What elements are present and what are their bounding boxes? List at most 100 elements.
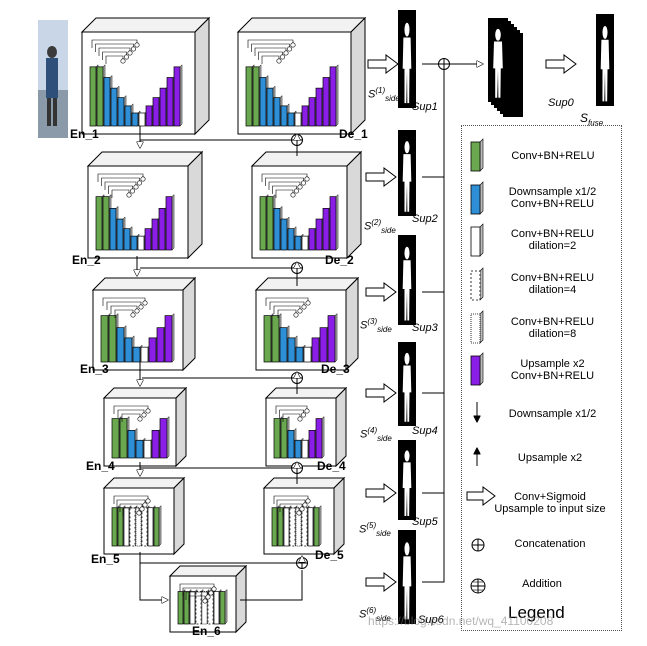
feature-bar xyxy=(130,235,138,251)
feature-bar xyxy=(189,591,196,625)
hollow-arrow-shape xyxy=(365,167,397,187)
side-output-arrow-3 xyxy=(365,282,397,302)
hollow-arrow-shape xyxy=(365,383,397,403)
feature-bar xyxy=(103,77,111,127)
cube-top-face xyxy=(262,477,346,489)
mask-head xyxy=(404,450,410,462)
feature-bar xyxy=(315,218,323,251)
legend-item-11-text: Addition xyxy=(522,578,562,590)
input-image-body xyxy=(46,58,58,98)
side-output-mask-2 xyxy=(398,130,416,216)
feature-bar xyxy=(245,66,253,127)
fuse-output-arrow xyxy=(545,54,577,74)
decoder-label-2: De_2 xyxy=(325,253,354,267)
feature-bar xyxy=(287,430,295,459)
skip-add-node xyxy=(142,502,148,508)
skip-add-node xyxy=(305,300,311,306)
feature-bar xyxy=(301,235,309,251)
feature-bar xyxy=(294,235,302,251)
feature-bar xyxy=(123,228,131,251)
bars-de-5 xyxy=(271,505,322,547)
skip-add-node xyxy=(300,412,306,418)
feature-bar xyxy=(137,235,145,251)
bars-en-5 xyxy=(111,505,162,547)
skip-add-node xyxy=(302,502,308,508)
side-label-3: S(3)side xyxy=(360,317,392,334)
decoder-label-1: De_1 xyxy=(339,127,368,141)
feature-bar xyxy=(159,87,167,127)
feature-bar xyxy=(207,591,214,625)
bars-de-3 xyxy=(263,312,338,363)
skips-en-4 xyxy=(113,405,151,422)
legend-swatch-purple xyxy=(470,355,481,386)
skip-add-node xyxy=(211,586,217,592)
skip-add-node xyxy=(305,498,311,504)
feature-bar xyxy=(322,77,330,127)
skips-en-1 xyxy=(91,39,140,64)
legend-title: Legend xyxy=(508,603,565,622)
cube-side-face xyxy=(333,476,345,556)
skips-de-5 xyxy=(273,495,311,516)
cube-top-face xyxy=(102,387,188,399)
skips-en-5 xyxy=(113,495,151,516)
bars-en-2 xyxy=(95,194,175,251)
side-output-mask-4 xyxy=(398,342,416,426)
cube-top-face xyxy=(86,151,204,167)
feature-bar xyxy=(111,507,118,547)
feature-bar xyxy=(287,228,295,251)
side-output-mask-5 xyxy=(398,440,416,520)
cube-side-face xyxy=(345,276,359,372)
sup-label-6: Sup6 xyxy=(418,614,444,626)
sup-label-2: Sup2 xyxy=(412,213,438,225)
skip-add-node xyxy=(293,188,299,194)
sup0-label: Sup0 xyxy=(548,97,574,109)
feature-bar xyxy=(263,315,272,363)
skips-en-2 xyxy=(97,173,146,198)
input-image-leg xyxy=(47,98,51,126)
feature-bar xyxy=(319,327,328,363)
bars-de-4 xyxy=(273,415,325,459)
fusion-bus xyxy=(422,63,445,583)
feature-bar xyxy=(108,315,117,363)
mask-head xyxy=(404,141,410,154)
side-label-4: S(4)side xyxy=(360,426,392,443)
feature-bar xyxy=(138,112,146,127)
feature-bar xyxy=(95,196,103,251)
feature-bar xyxy=(273,208,281,251)
fusion-concat-node xyxy=(438,58,450,70)
side-output-arrow-5 xyxy=(365,483,397,503)
feature-bar xyxy=(313,507,320,547)
feature-bar xyxy=(271,507,278,547)
feature-bar xyxy=(315,418,323,459)
encoder-label-4: En_4 xyxy=(86,459,115,473)
feature-bar xyxy=(140,346,149,363)
skip-add-node xyxy=(120,58,126,64)
feature-bar xyxy=(165,196,173,251)
sup-label-1: Sup1 xyxy=(412,101,438,113)
skip-add-node xyxy=(141,412,147,418)
skip-add-node xyxy=(124,54,130,60)
feature-bar xyxy=(280,418,288,459)
feature-bar xyxy=(102,196,110,251)
side-label-2: S(2)side xyxy=(364,218,396,235)
feature-bar xyxy=(201,591,208,625)
skip-add-node xyxy=(205,594,211,600)
decoder-label-4: De_4 xyxy=(317,459,346,473)
fuse-label: Sfuse xyxy=(580,111,604,128)
mask-body xyxy=(493,41,503,98)
feature-bar xyxy=(252,66,260,127)
feature-bar xyxy=(116,218,124,251)
legend-swatch-dilation8 xyxy=(470,313,481,344)
skip-add-node xyxy=(202,598,208,604)
hollow-arrow-shape xyxy=(365,572,397,592)
sup-label-3: Sup3 xyxy=(412,322,438,334)
skip-add-node xyxy=(138,304,144,310)
side-output-arrow-6 xyxy=(365,572,397,592)
skip-add-node xyxy=(293,312,299,318)
skip-add-node xyxy=(136,510,142,516)
cube-side-face xyxy=(175,386,187,468)
cube-side-face xyxy=(346,150,362,260)
